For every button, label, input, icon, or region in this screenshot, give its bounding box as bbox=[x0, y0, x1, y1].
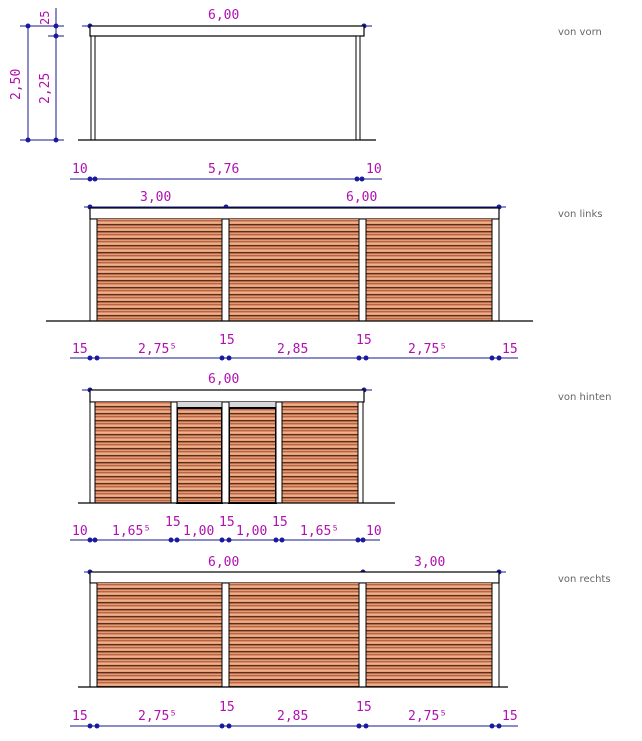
right-bottom-dim-3: 15 bbox=[219, 700, 235, 715]
right-post-4 bbox=[491, 582, 500, 688]
left-panel-1 bbox=[97, 219, 222, 321]
front-post-right bbox=[355, 35, 361, 141]
front-roof bbox=[89, 25, 365, 37]
front-post-left bbox=[90, 35, 96, 141]
right-bottom-dim-2: 2,75⁵ bbox=[138, 709, 177, 724]
back-door-1 bbox=[177, 402, 222, 503]
back-bottom-dim-8: 1,65⁵ bbox=[300, 524, 339, 539]
back-bottom-dim-9: 10 bbox=[366, 524, 382, 539]
right-bottom-dim-4: 2,85 bbox=[277, 709, 308, 724]
back-bottom-dim-3: 15 bbox=[165, 515, 181, 530]
right-top-dim-1: 6,00 bbox=[208, 555, 239, 570]
right-roof bbox=[89, 571, 500, 584]
right-bottom-dim-5: 15 bbox=[356, 700, 372, 715]
right-top-dim-2: 3,00 bbox=[414, 555, 445, 570]
right-post-3 bbox=[358, 582, 367, 688]
left-bottom-dim-5: 15 bbox=[356, 333, 372, 348]
view-left: 3,00 6,00 15 2,75⁵ 15 2,85 15 2,75⁵ 15 v… bbox=[46, 190, 602, 361]
back-post-1 bbox=[89, 401, 96, 504]
front-top-dim: 6,00 bbox=[208, 8, 239, 23]
view-front: 2,50 2,25 25 6,00 10 5,76 10 von vorn bbox=[9, 8, 602, 182]
back-post-5 bbox=[357, 401, 364, 504]
left-post-4 bbox=[491, 218, 500, 322]
back-bottom-dim-6: 1,00 bbox=[236, 524, 267, 539]
view-label-back: von hinten bbox=[558, 392, 611, 403]
right-bottom-dim-7: 15 bbox=[502, 709, 518, 724]
front-bottom-dim-1: 10 bbox=[72, 162, 88, 177]
view-back: 6,00 10 1,65⁵ 15 1,00 15 1,00 15 1,65⁵ 1… bbox=[70, 372, 611, 543]
right-post-2 bbox=[221, 582, 230, 688]
right-bottom-dim-1: 15 bbox=[72, 709, 88, 724]
left-post-2 bbox=[221, 218, 230, 322]
right-panel-1 bbox=[97, 583, 222, 687]
front-height-roof: 25 bbox=[38, 11, 52, 25]
back-bottom-dim-1: 10 bbox=[72, 524, 88, 539]
right-bottom-dim-6: 2,75⁵ bbox=[408, 709, 447, 724]
back-bottom-dim-4: 1,00 bbox=[183, 524, 214, 539]
front-bottom-dim-3: 10 bbox=[366, 162, 382, 177]
back-bottom-dim-7: 15 bbox=[272, 515, 288, 530]
right-panel-2 bbox=[229, 583, 359, 687]
front-height-post: 2,25 bbox=[38, 73, 53, 104]
view-label-right: von rechts bbox=[558, 574, 611, 585]
view-right: 6,00 3,00 15 2,75⁵ 15 2,85 15 2,75⁵ 15 v… bbox=[70, 555, 611, 729]
right-panel-3 bbox=[366, 583, 492, 687]
view-label-front: von vorn bbox=[558, 27, 602, 38]
back-bottom-dim-2: 1,65⁵ bbox=[112, 524, 151, 539]
left-post-3 bbox=[358, 218, 367, 322]
back-post-2 bbox=[170, 401, 178, 504]
front-bottom-dim-2: 5,76 bbox=[208, 162, 239, 177]
left-bottom-dim-3: 15 bbox=[219, 333, 235, 348]
left-bottom-dim-6: 2,75⁵ bbox=[408, 342, 447, 357]
left-bottom-dim-4: 2,85 bbox=[277, 342, 308, 357]
back-panel-1 bbox=[95, 402, 171, 503]
back-door-2 bbox=[229, 402, 276, 503]
back-post-3 bbox=[221, 401, 230, 504]
back-top-dim: 6,00 bbox=[208, 372, 239, 387]
left-roof bbox=[89, 207, 500, 220]
front-height-total: 2,50 bbox=[9, 69, 24, 100]
left-bottom-dim-1: 15 bbox=[72, 342, 88, 357]
left-top-dim-2: 6,00 bbox=[346, 190, 377, 205]
left-top-dim-1: 3,00 bbox=[140, 190, 171, 205]
left-panel-3 bbox=[366, 219, 492, 321]
left-panel-2 bbox=[229, 219, 359, 321]
left-post-1 bbox=[89, 218, 98, 322]
back-bottom-dim-5: 15 bbox=[219, 515, 235, 530]
back-panel-2 bbox=[282, 402, 358, 503]
left-bottom-dim-2: 2,75⁵ bbox=[138, 342, 177, 357]
left-bottom-dim-7: 15 bbox=[502, 342, 518, 357]
view-label-left: von links bbox=[558, 209, 602, 220]
right-post-1 bbox=[89, 582, 98, 688]
back-roof bbox=[89, 389, 365, 403]
back-post-4 bbox=[275, 401, 283, 504]
